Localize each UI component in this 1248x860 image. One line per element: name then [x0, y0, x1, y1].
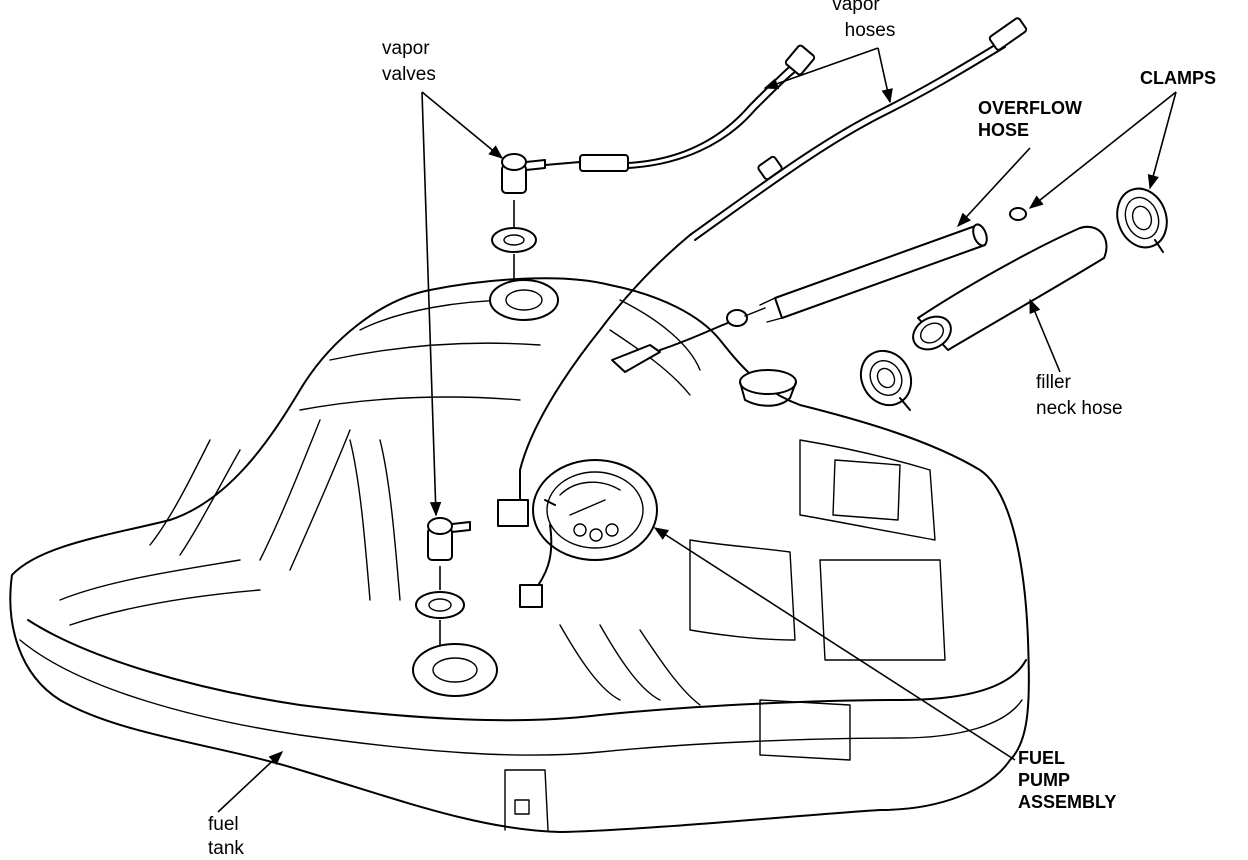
label-vapor-hoses: vapor [832, 0, 880, 15]
vapor-valve-upper [489, 153, 559, 321]
label-fuel-pump: FUEL [1018, 748, 1065, 768]
fuel-pump-leader [653, 527, 1016, 761]
vapor-hoses [544, 17, 1028, 241]
vapor-valves-leader-2 [421, 91, 442, 517]
clamps-leader-1 [1028, 91, 1177, 209]
label-filler-neck-hose: filler [1036, 372, 1072, 393]
tank-port-upper [489, 279, 559, 321]
grommet-upper [491, 227, 537, 253]
overflow-hose [611, 147, 1031, 373]
label-clamps: CLAMPS [1140, 68, 1216, 88]
label-vapor-valves-line2: valves [382, 64, 436, 85]
filler-neck-leader [1029, 298, 1061, 373]
fuel-pump-assembly [497, 234, 1016, 761]
label-overflow-hose: OVERFLOW [978, 98, 1082, 118]
label-vapor-valves: vapor [382, 38, 430, 59]
vapor-hoses-leader-2 [877, 47, 893, 104]
label-fuel-pump-line3: ASSEMBLY [1018, 792, 1116, 812]
filler-neck-hose [912, 225, 1108, 373]
tank-port-lower [412, 643, 498, 697]
overflow-hose-leader [957, 147, 1031, 228]
grommet-lower [415, 591, 465, 619]
vapor-valves-leader-1 [421, 91, 504, 159]
fuel-tank-leader [217, 751, 284, 813]
tank-outline [9, 277, 1030, 833]
label-filler-neck-hose-line2: neck hose [1036, 398, 1123, 419]
label-vapor-hoses-line2: hoses [845, 20, 896, 41]
fuel-tank [9, 277, 1030, 833]
vapor-hoses-leader-1 [763, 47, 879, 90]
label-overflow-hose-line2: HOSE [978, 120, 1029, 140]
label-fuel-pump-line2: PUMP [1018, 770, 1070, 790]
label-fuel-tank: fuel [208, 814, 239, 835]
clamp-upper [1116, 187, 1168, 253]
clamp-lower [859, 349, 913, 411]
vapor-valve-lower [412, 517, 498, 697]
label-fuel-tank-line2: tank [208, 838, 244, 859]
clamps-leader-2 [1147, 91, 1177, 190]
